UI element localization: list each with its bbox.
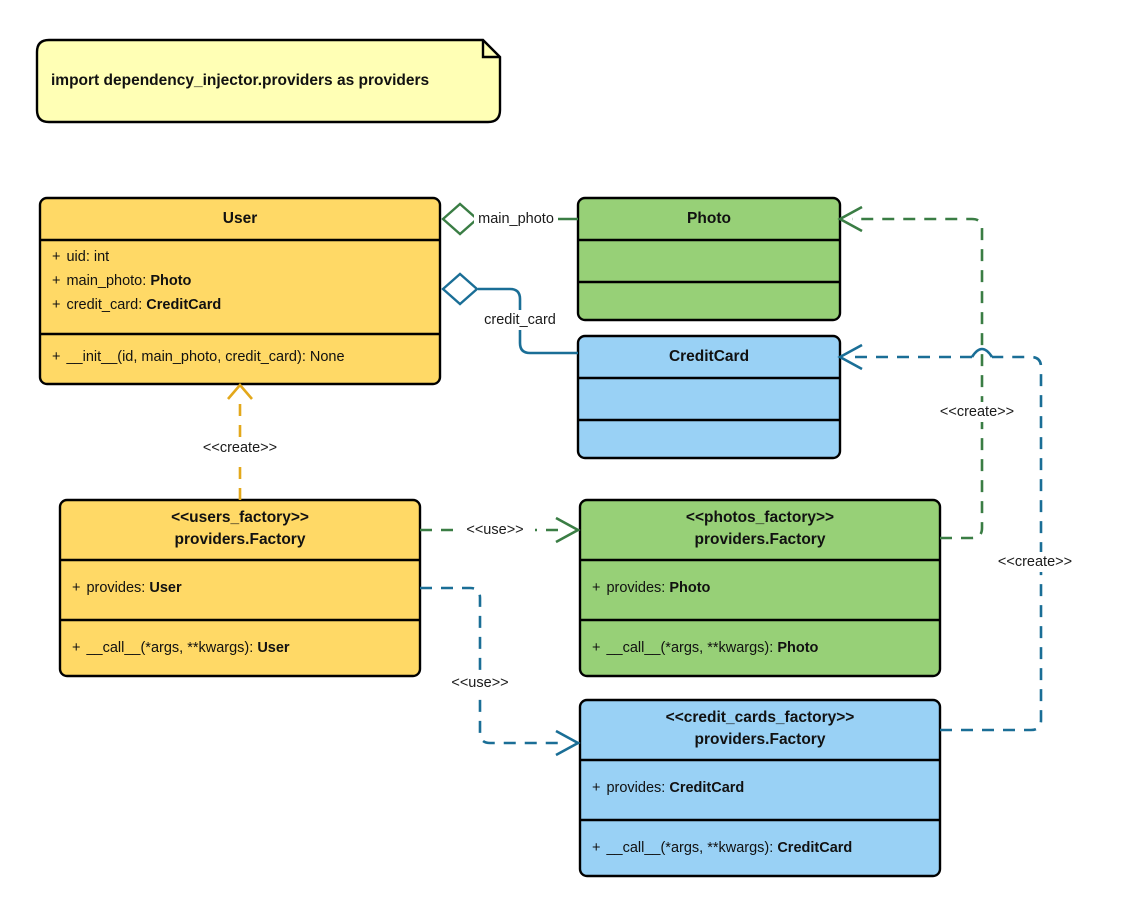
photos-factory-method-0: +__call__(*args, **kwargs): Photo bbox=[592, 640, 819, 656]
users-factory-method-0: +__call__(*args, **kwargs): User bbox=[72, 640, 290, 656]
credit-card-label: credit_card bbox=[484, 312, 556, 328]
use-credit-cards-line bbox=[420, 586, 566, 745]
line-jump-hop-icon bbox=[970, 347, 994, 358]
credit-cards-factory-attribute-0: +provides: CreditCard bbox=[592, 780, 744, 796]
credit-card-label-bg bbox=[470, 310, 570, 330]
note-folded-corner-icon bbox=[481, 40, 500, 59]
users-factory-attribute-0: +provides: User bbox=[72, 580, 182, 596]
use-credit-cards-label: <<use>> bbox=[451, 675, 508, 691]
edge-user-credit-card[interactable]: credit_card bbox=[441, 272, 578, 355]
creditcard-box-body bbox=[576, 334, 842, 460]
user-attribute-1: +main_photo: Photo bbox=[52, 273, 192, 289]
open-arrowhead-icon-use-photos bbox=[555, 516, 581, 544]
aggregation-diamond-icon-credit-card bbox=[441, 272, 479, 306]
open-arrowhead-icon-create-user bbox=[227, 383, 253, 400]
edge-users-factory-create-user[interactable]: <<create>> bbox=[191, 383, 289, 500]
open-arrowhead-icon-create-photo bbox=[837, 205, 863, 233]
class-box-credit-cards-factory[interactable]: <<credit_cards_factory>> providers.Facto… bbox=[578, 698, 942, 878]
users-factory-title: providers.Factory bbox=[175, 531, 306, 548]
user-attribute-0: +uid: int bbox=[52, 249, 109, 265]
create-user-label-bg bbox=[191, 438, 289, 458]
create-credit-card-line-right bbox=[940, 355, 1043, 732]
photo-title: Photo bbox=[687, 210, 731, 227]
import-note[interactable]: import dependency_injector.providers as … bbox=[35, 38, 502, 124]
create-user-label: <<create>> bbox=[203, 440, 277, 456]
edge-users-factory-use-photos-factory[interactable]: <<use>> bbox=[420, 516, 581, 544]
photos-factory-box-body bbox=[578, 498, 942, 678]
credit-cards-factory-title: providers.Factory bbox=[695, 731, 826, 748]
open-arrowhead-icon-use-credit-cards bbox=[555, 729, 581, 757]
create-photo-line bbox=[852, 217, 984, 540]
edge-users-factory-use-credit-cards-factory[interactable]: <<use>> bbox=[420, 586, 581, 757]
use-photos-label-bg bbox=[455, 520, 535, 540]
create-photo-label-bg bbox=[928, 402, 1026, 422]
class-box-users-factory[interactable]: <<users_factory>> providers.Factory +pro… bbox=[58, 498, 422, 678]
main-photo-label: main_photo bbox=[478, 211, 554, 227]
note-body bbox=[35, 38, 502, 124]
class-box-user[interactable]: User +uid: int +main_photo: Photo +credi… bbox=[38, 196, 442, 386]
user-method-0: +__init__(id, main_photo, credit_card): … bbox=[52, 349, 345, 365]
use-photos-label: <<use>> bbox=[466, 522, 523, 538]
open-arrowhead-icon-create-credit-card bbox=[837, 343, 863, 371]
create-photo-label: <<create>> bbox=[940, 404, 1014, 420]
user-title: User bbox=[223, 210, 257, 227]
user-attribute-2: +credit_card: CreditCard bbox=[52, 297, 221, 313]
photos-factory-attribute-0: +provides: Photo bbox=[592, 580, 711, 596]
photos-factory-stereotype: <<photos_factory>> bbox=[686, 509, 834, 526]
credit-cards-factory-stereotype: <<credit_cards_factory>> bbox=[666, 709, 855, 726]
users-factory-stereotype: <<users_factory>> bbox=[171, 509, 309, 526]
class-box-photos-factory[interactable]: <<photos_factory>> providers.Factory +pr… bbox=[578, 498, 942, 678]
class-box-creditcard[interactable]: CreditCard bbox=[576, 334, 842, 460]
creditcard-title: CreditCard bbox=[669, 348, 749, 365]
note-label: import dependency_injector.providers as … bbox=[51, 72, 429, 89]
photos-factory-title: providers.Factory bbox=[695, 531, 826, 548]
photo-box-body bbox=[576, 196, 842, 322]
use-credit-cards-label-bg bbox=[440, 673, 520, 693]
create-credit-card-label: <<create>> bbox=[998, 554, 1072, 570]
credit-cards-factory-box-body bbox=[578, 698, 942, 878]
create-credit-card-label-bg bbox=[986, 552, 1084, 572]
credit-cards-factory-method-0: +__call__(*args, **kwargs): CreditCard bbox=[592, 840, 852, 856]
edge-user-main-photo[interactable]: main_photo bbox=[441, 202, 578, 236]
class-box-photo[interactable]: Photo bbox=[576, 196, 842, 322]
main-photo-label-bg bbox=[474, 209, 558, 229]
aggregation-diamond-icon-main-photo bbox=[441, 202, 479, 236]
edge-credit-cards-factory-create-credit-card[interactable]: <<create>> bbox=[837, 343, 1084, 732]
edge-photos-factory-create-photo[interactable]: <<create>> bbox=[837, 205, 1026, 540]
